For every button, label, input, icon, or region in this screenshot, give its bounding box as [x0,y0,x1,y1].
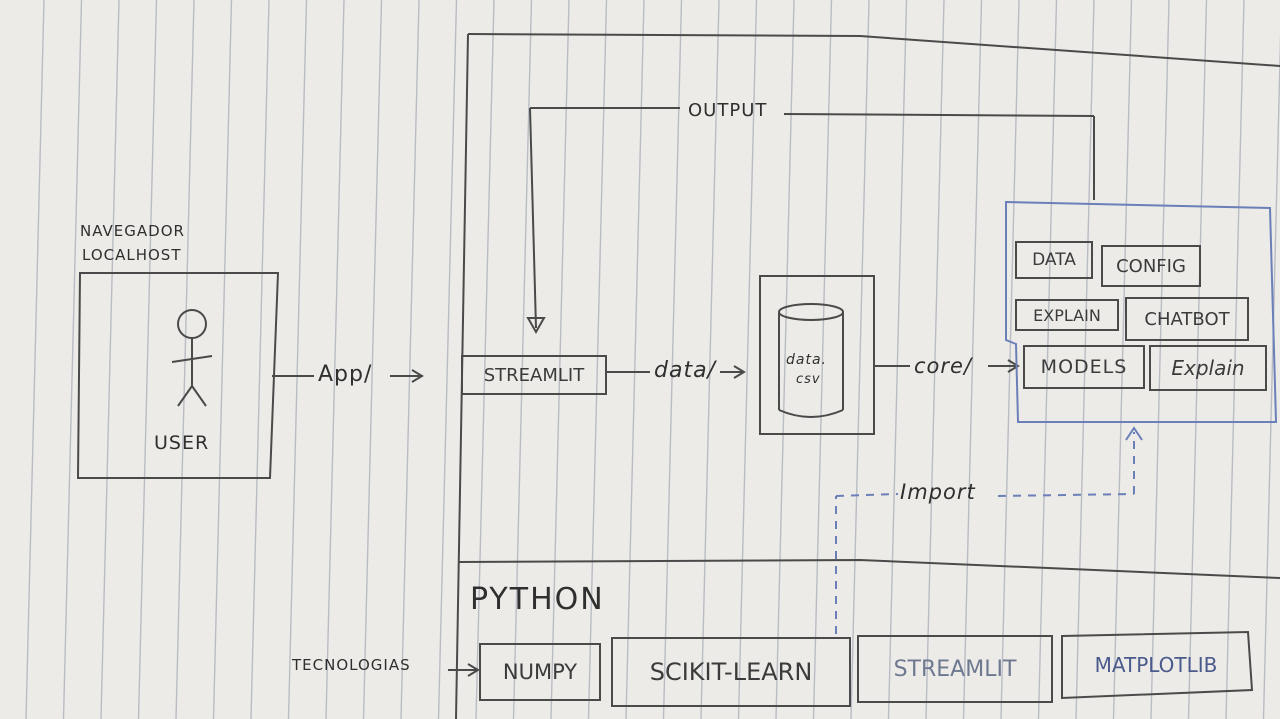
system-frame-top [467,33,1280,67]
ruled-line [25,0,45,719]
ruled-line [812,0,833,719]
ruled-line [925,0,945,719]
user-label: USER [154,432,210,454]
ruled-line [1000,0,1020,719]
core-arrow [874,359,1020,373]
data-arrow [606,365,746,379]
tecnologias-arrow [448,663,480,677]
import-dashed-line [835,432,1135,634]
ruled-line [1037,0,1058,719]
ruled-line [1187,0,1208,719]
ruled-line [775,0,795,719]
ruled-line [1262,31,1280,719]
ruled-line [362,0,383,719]
datastore-label-line1: data. [786,352,827,368]
ruled-line [512,0,533,719]
import-arrowhead-icon [1125,426,1143,441]
module-models: MODELS [1040,356,1128,378]
module-config: CONFIG [1116,255,1186,277]
module-chatbot: CHATBOT [1144,308,1230,330]
ruled-lines [25,0,1280,719]
ruled-line [962,0,983,719]
ruled-line [287,0,308,719]
ruled-line [100,0,120,719]
module-explain-lower: Explain [1171,356,1245,380]
tech-matplotlib: MATPLOTLIB [1094,653,1218,677]
ruled-line [400,0,420,719]
core-modules-box [1005,200,1278,423]
output-feedback-line [526,107,1095,335]
import-edge-label: Import [900,480,976,504]
navegador-label: NAVEGADOR [80,222,185,240]
app-edge-label: App/ [318,362,373,387]
ruled-line [850,0,870,719]
ruled-line [325,0,345,719]
ruled-line [475,0,495,719]
module-explain: EXPLAIN [1033,305,1101,325]
tech-scikit-learn: SCIKIT-LEARN [649,658,813,686]
user-panel-box [76,272,280,479]
ruled-line [662,0,683,719]
ruled-line [737,0,758,719]
user-stick-figure [171,309,213,407]
module-data: DATA [1032,250,1076,270]
python-label: PYTHON [470,582,605,617]
ruled-line [700,0,720,719]
technology-boxes [479,630,1254,707]
ruled-line [587,0,608,719]
ruled-line [887,0,908,719]
streamlit-node-label: STREAMLIT [483,364,585,386]
ruled-line [137,0,158,719]
data-edge-label: data/ [654,358,716,383]
app-arrow [272,369,424,383]
tech-streamlit: STREAMLIT [893,656,1017,682]
datastore-box [759,275,875,435]
ruled-line [212,0,233,719]
tech-numpy: NUMPY [502,660,578,684]
ruled-line [62,0,83,719]
ruled-line [1075,0,1095,719]
ruled-line [625,0,645,719]
database-cylinder-icon [778,303,844,418]
ruled-line [1150,0,1170,719]
localhost-label: LOCALHOST [82,246,182,264]
ruled-line [1112,0,1133,719]
streamlit-node-box [461,355,607,395]
ruled-line [250,0,270,719]
output-edge-label: OUTPUT [688,100,768,121]
ruled-line [1225,0,1245,719]
tecnologias-label: TECNOLOGIAS [292,656,411,674]
datastore-label-line2: csv [796,372,821,387]
python-divider [457,558,1280,579]
core-module-boxes [1015,241,1267,391]
ruled-line [550,0,570,719]
ruled-line [437,0,458,719]
core-edge-label: core/ [914,354,973,378]
